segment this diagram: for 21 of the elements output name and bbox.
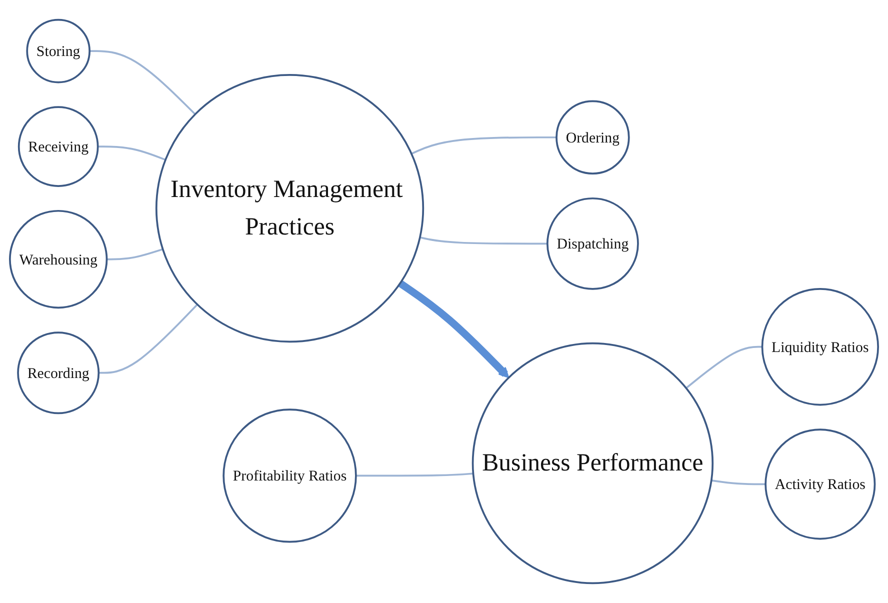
- node-circle: Storing: [26, 18, 90, 84]
- node-circle: Liquidity Ratios: [761, 288, 879, 406]
- node-circle: Inventory Management Practices: [155, 74, 424, 343]
- node-circle: Profitability Ratios: [222, 408, 357, 543]
- node-circle: Business Performance: [472, 342, 714, 584]
- node-circle: Dispatching: [546, 197, 639, 290]
- connector: [90, 50, 196, 115]
- node-circle: Warehousing: [9, 210, 108, 309]
- node-circle: Ordering: [556, 100, 630, 174]
- node-circle: Recording: [17, 332, 100, 414]
- node-circle: Activity Ratios: [764, 428, 876, 540]
- connector: [98, 146, 166, 161]
- connector: [411, 136, 557, 155]
- connector: [98, 304, 198, 374]
- connector: [711, 479, 766, 486]
- connector: [106, 248, 164, 260]
- connector: [420, 236, 548, 245]
- arrow: [398, 280, 510, 378]
- node-circle: Receiving: [18, 106, 99, 187]
- connector: [686, 346, 762, 389]
- connector: [356, 472, 474, 477]
